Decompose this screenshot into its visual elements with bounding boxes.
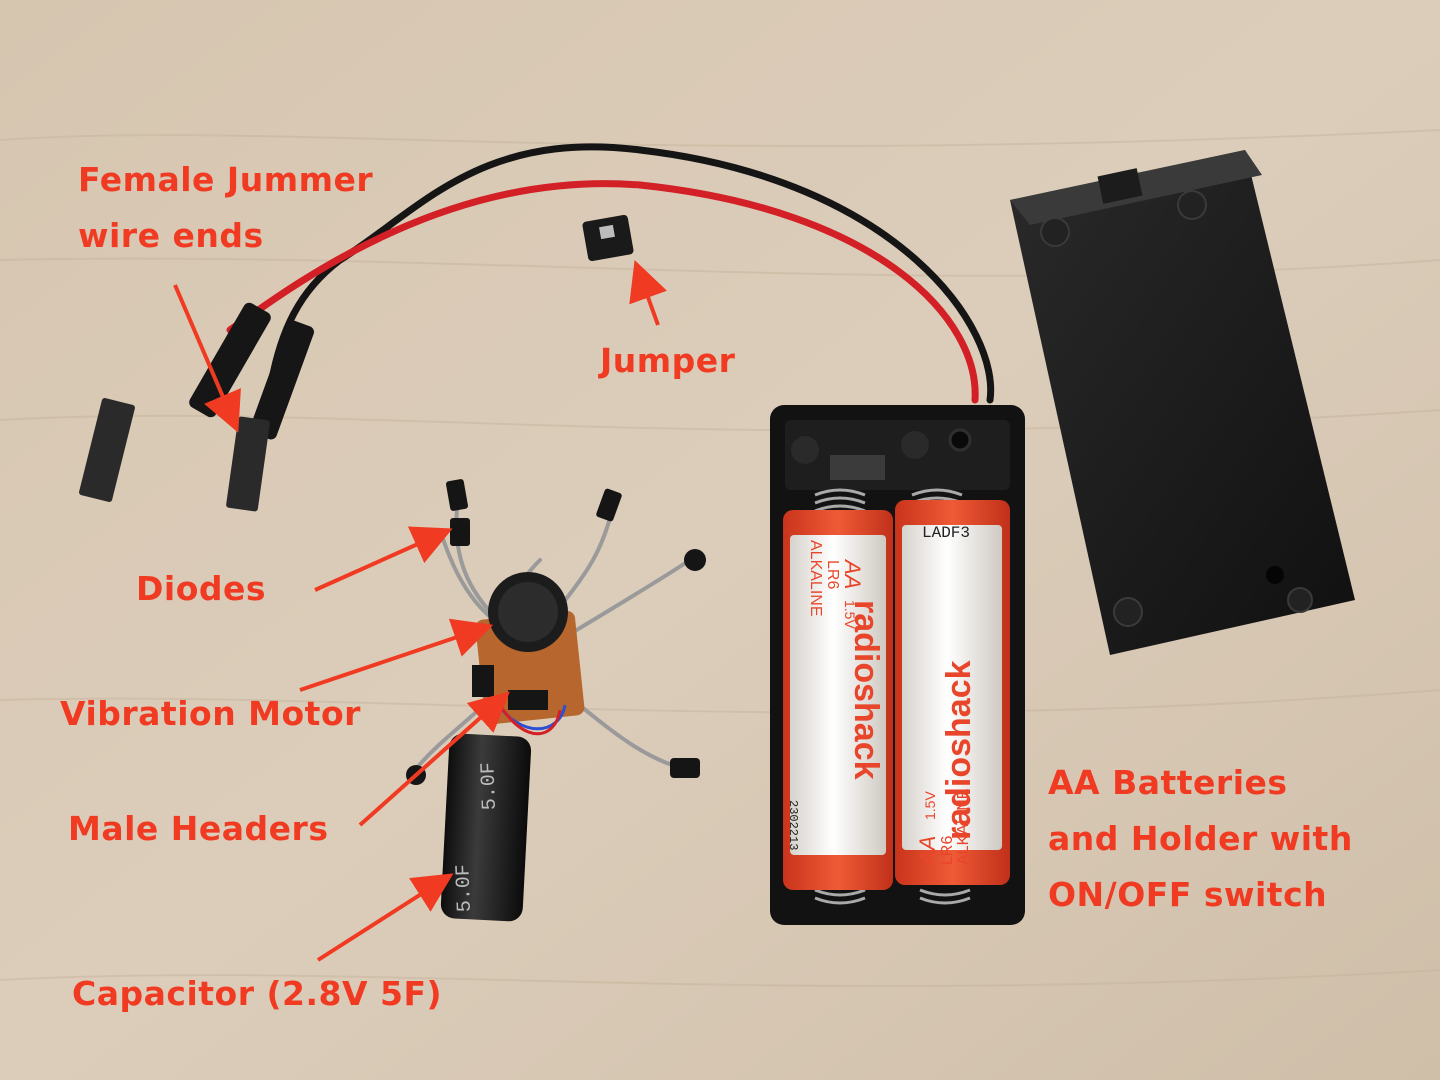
label-battery-line-1: AA Batteries: [1048, 763, 1288, 802]
battery-right-lot: LADF3: [922, 524, 970, 542]
battery-left-model: LR6: [824, 560, 841, 589]
arrow-female-jumper: [173, 284, 241, 433]
battery-right-model: LR6: [939, 836, 956, 865]
wood-grain: [0, 129, 1440, 988]
battery-wires: [226, 143, 995, 404]
label-female-jumper-line-1: Female Jummer: [78, 160, 374, 199]
capacitor-marking-bottom: 5.0F: [452, 864, 477, 913]
battery-left-brand: radioshack: [847, 600, 885, 780]
label-diodes: Diodes: [136, 569, 267, 608]
battery-right-chem: ALKALINE: [955, 789, 972, 865]
annotation-arrows: [173, 259, 667, 962]
battery-left-chem: ALKALINE: [807, 540, 824, 616]
aa-battery-left: AA 1.5V LR6 ALKALINE radioshack 2302213: [783, 510, 893, 890]
label-male-headers: Male Headers: [68, 809, 329, 848]
battery-left-lot: 2302213: [786, 800, 800, 850]
label-vibration-motor: Vibration Motor: [60, 694, 361, 733]
jumper-block: [582, 214, 634, 262]
arrow-capacitor: [316, 873, 454, 962]
label-battery: AA Batteries and Holder with ON/OFF swit…: [1048, 755, 1353, 923]
arrow-diodes: [314, 526, 453, 592]
battery-holder-lid: [1010, 150, 1355, 655]
battery-left-size: AA: [840, 558, 865, 589]
label-jumper: Jumper: [600, 341, 736, 380]
label-female-jumper-line-2: wire ends: [78, 216, 264, 255]
label-female-jumper: Female Jummer wire ends: [78, 152, 373, 264]
battery-left-voltage: 1.5V: [842, 600, 858, 629]
battery-right-voltage: 1.5V: [922, 791, 938, 820]
aa-battery-right: LADF3 radioshack AA LR6 1.5V ALKALINE: [895, 500, 1010, 885]
capacitor-marking: 5.0F: [477, 762, 502, 811]
capacitor: 5.0F 5.0F: [440, 733, 532, 922]
label-capacitor: Capacitor (2.8V 5F): [72, 974, 443, 1013]
label-battery-line-3: ON/OFF switch: [1048, 875, 1328, 914]
arrow-jumper: [629, 259, 667, 326]
battery-right-size: AA: [915, 836, 940, 867]
arrow-male-headers: [358, 691, 510, 827]
battery-right-brand: radioshack: [940, 660, 978, 840]
label-battery-line-2: and Holder with: [1048, 819, 1353, 858]
arrow-vibration-motor: [299, 618, 494, 692]
